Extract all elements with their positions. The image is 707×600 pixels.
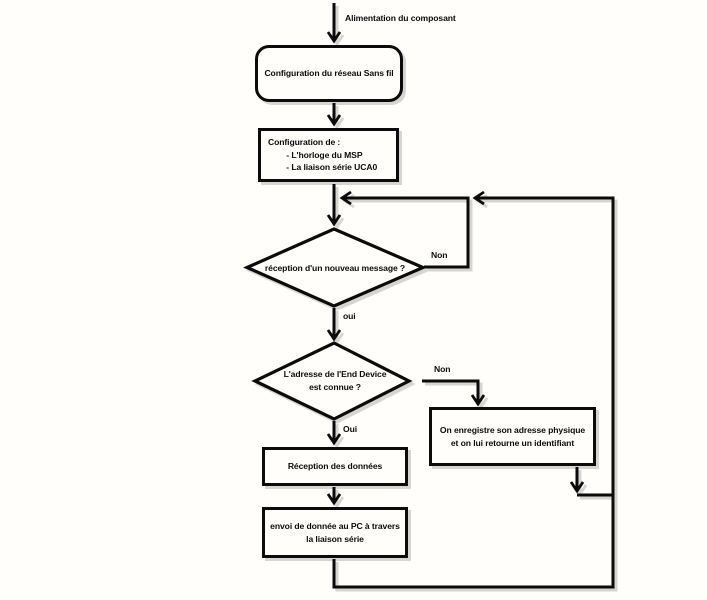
decision-diamond-adresse — [251, 341, 413, 421]
process-box-envoi-donnees: envoi de donnée au PC à travers la liais… — [262, 507, 408, 558]
edge-bottom-return-loop — [332, 190, 615, 589]
edge-non-message-loop — [339, 190, 470, 269]
process-box-enregistre-adresse: On enregistre son adresse physique et on… — [429, 407, 596, 466]
decision-text-message: réception d'un nouveau message ? — [264, 262, 406, 273]
edge-non-adresse-to-enregistre — [422, 379, 486, 407]
edge-label-non-message: Non — [431, 250, 448, 260]
edge-label-oui-adresse: Oui — [343, 424, 358, 434]
decision-text-adresse: L'adresse de l'End Device est connue ? — [283, 369, 387, 392]
edge-label-non-adresse: Non — [434, 364, 451, 374]
start-label: Alimentation du composant — [345, 13, 456, 23]
process-box-config-de: Configuration de : - L'horloge du MSP - … — [258, 128, 399, 182]
decision-diamond-message — [243, 227, 428, 308]
edge-label-oui-message: oui — [343, 311, 356, 321]
process-box-config-reseau: Configuration du réseau Sans fil — [255, 45, 403, 102]
process-box-reception-donnees: Réception des données — [262, 447, 408, 486]
